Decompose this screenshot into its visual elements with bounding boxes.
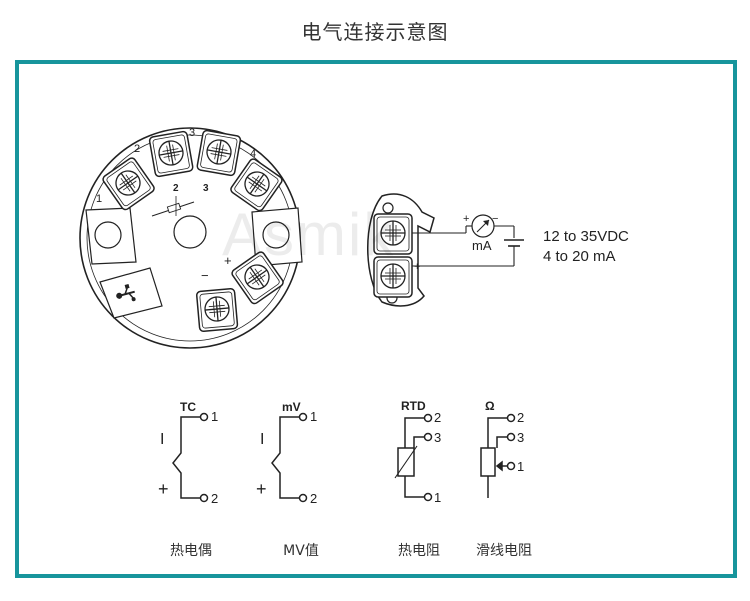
mv-minus-mark: I (260, 431, 264, 448)
rtd-term-1: 1 (434, 490, 441, 505)
caption-ohm: 滑线电阻 (476, 543, 532, 559)
terminal-number-1: 1 (96, 193, 102, 205)
transmitter-head: 1 2 3 4 2 3 + − (79, 127, 303, 349)
mv-term-1: 1 (310, 409, 317, 424)
tc-plus-mark: + (158, 479, 169, 499)
supply-current-label: 4 to 20 mA (543, 248, 616, 265)
meter-plus: + (463, 213, 469, 225)
terminal-number-3: 3 (189, 127, 195, 139)
rtd-term-2: 2 (434, 410, 441, 425)
ohm-diagram (480, 413, 516, 498)
tc-heading: TC (180, 400, 196, 414)
page-title: 电气连接示意图 (301, 20, 449, 44)
mounting-hole-right (262, 221, 290, 249)
terminal-out-minus (196, 288, 237, 331)
rtd-term-3: 3 (434, 430, 441, 445)
usb-icon (116, 284, 136, 302)
rtd-diagram (394, 413, 433, 502)
output-block: + (367, 193, 435, 307)
caption-rtd: 热电阻 (398, 543, 440, 559)
ammeter-icon (471, 214, 495, 238)
mv-term-2: 2 (310, 491, 317, 506)
tc-diagram (172, 412, 209, 503)
meter-minus: − (492, 213, 498, 225)
center-hole (173, 215, 207, 249)
terminal-number-2: 2 (134, 143, 140, 155)
mounting-hole-left (94, 221, 122, 249)
supply-voltage-label: 12 to 35VDC (543, 228, 629, 245)
head-mark-2: 2 (173, 183, 179, 194)
ohm-term-3: 3 (517, 430, 524, 445)
caption-tc: 热电偶 (170, 543, 212, 559)
head-mark-3: 3 (203, 183, 209, 194)
head-mark-plus: + (224, 253, 232, 268)
mv-heading: mV (282, 400, 301, 414)
tc-term-1: 1 (211, 409, 218, 424)
ohm-term-2: 2 (517, 410, 524, 425)
head-mark-minus: − (201, 268, 209, 283)
terminal-2 (149, 131, 193, 177)
tc-term-2: 2 (211, 491, 218, 506)
tc-minus-mark: I (160, 431, 164, 448)
diagram-frame (15, 60, 737, 578)
loop-wiring (412, 225, 524, 267)
svg-text:+: + (414, 261, 420, 273)
ohm-term-1: 1 (517, 459, 524, 474)
rtd-heading: RTD (401, 399, 426, 413)
terminal-number-4: 4 (250, 148, 256, 160)
sensor-symbol (151, 196, 195, 217)
terminal-3 (197, 130, 241, 176)
mv-plus-mark: + (256, 479, 267, 499)
watermark: Asmik (222, 201, 396, 268)
mv-diagram (271, 412, 308, 503)
meter-label: mA (472, 238, 492, 253)
caption-mv: MV值 (283, 543, 319, 559)
ohm-heading: Ω (485, 399, 495, 413)
